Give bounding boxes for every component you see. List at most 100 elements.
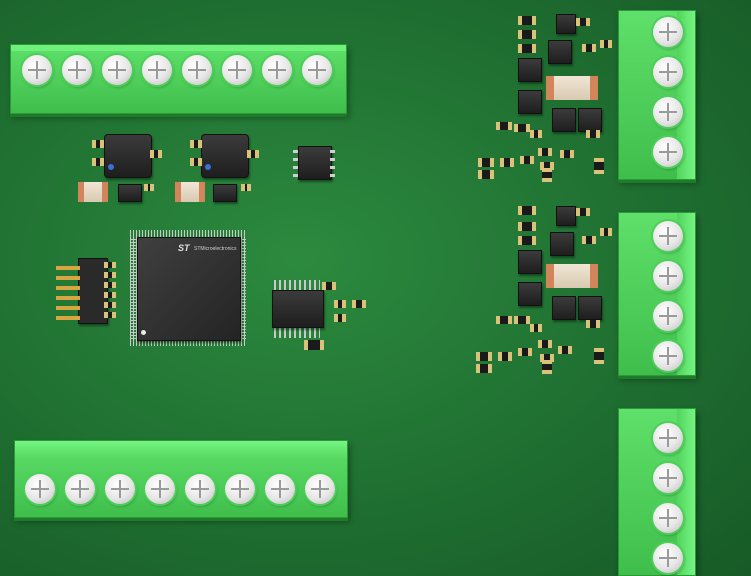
smd-resistor	[530, 130, 542, 138]
screw-terminal	[182, 55, 212, 85]
smd-resistor	[144, 184, 154, 191]
smd-capacitor	[518, 222, 536, 231]
screw-terminal	[262, 55, 292, 85]
sot-ic	[550, 232, 574, 256]
smd-resistor	[478, 170, 494, 179]
smd-capacitor	[518, 30, 536, 39]
sot-ic	[552, 296, 576, 320]
smd-capacitor	[190, 140, 202, 148]
smd-resistor	[538, 148, 552, 156]
smd-resistor	[104, 302, 116, 308]
screw-terminal	[653, 543, 683, 573]
sot-ic	[518, 90, 542, 114]
screw-terminal	[62, 55, 92, 85]
screw-terminal	[102, 55, 132, 85]
fuse	[546, 264, 598, 288]
pin1-marker	[141, 330, 146, 335]
sot-ic	[548, 40, 572, 64]
screw-terminal	[653, 463, 683, 493]
smd-resistor	[518, 348, 532, 356]
diode	[213, 184, 237, 202]
sot-ic	[556, 206, 576, 226]
screw-terminal	[105, 474, 135, 504]
tantalum-capacitor	[175, 182, 205, 202]
sot-ic	[518, 250, 542, 274]
soic-8-ic	[298, 146, 332, 180]
smd-capacitor	[304, 340, 324, 350]
smd-resistor	[560, 150, 574, 158]
smd-resistor	[558, 346, 572, 354]
terminal-block-top-left	[10, 44, 347, 114]
power-inductor	[104, 134, 152, 178]
diode	[118, 184, 142, 202]
screw-terminal	[142, 55, 172, 85]
smd-resistor	[478, 158, 494, 167]
screw-terminal	[302, 55, 332, 85]
screw-terminal	[225, 474, 255, 504]
screw-terminal	[145, 474, 175, 504]
smd-capacitor	[190, 158, 202, 166]
smd-resistor	[476, 352, 492, 361]
microcontroller: ST STMicroelectronics	[137, 237, 241, 341]
smd-resistor	[104, 272, 116, 278]
smd-resistor	[530, 324, 542, 332]
smd-capacitor	[92, 158, 104, 166]
smd-capacitor	[92, 140, 104, 148]
tantalum-capacitor	[78, 182, 108, 202]
sot-ic	[556, 14, 576, 34]
smd-resistor	[500, 158, 514, 167]
smd-capacitor	[352, 300, 366, 308]
smd-capacitor	[582, 236, 596, 244]
smd-resistor	[104, 282, 116, 288]
smd-resistor	[514, 124, 530, 132]
fuse	[546, 76, 598, 100]
smd-capacitor	[518, 16, 536, 25]
tssop-ic	[272, 290, 324, 328]
sot-ic	[518, 58, 542, 82]
smd-capacitor	[334, 314, 346, 322]
smd-capacitor	[518, 236, 536, 245]
sot-ic	[578, 108, 602, 132]
screw-terminal	[653, 57, 683, 87]
terminal-block-right-3	[618, 408, 696, 576]
smd-resistor	[540, 354, 554, 362]
smd-capacitor	[600, 40, 612, 48]
mcu-logo: ST	[178, 243, 190, 253]
smd-resistor	[540, 162, 554, 170]
sot-ic	[578, 296, 602, 320]
screw-terminal	[653, 423, 683, 453]
smd-capacitor	[334, 300, 346, 308]
smd-capacitor	[322, 282, 336, 290]
smd-resistor	[542, 168, 552, 182]
screw-terminal	[185, 474, 215, 504]
smd-resistor	[496, 316, 512, 324]
screw-terminal	[65, 474, 95, 504]
smd-resistor	[542, 360, 552, 374]
smd-resistor	[586, 320, 600, 328]
screw-terminal	[265, 474, 295, 504]
smd-capacitor	[582, 44, 596, 52]
smd-capacitor	[518, 206, 536, 215]
polarity-dot	[108, 164, 114, 170]
smd-resistor	[586, 130, 600, 138]
smd-resistor	[104, 262, 116, 268]
screw-terminal	[222, 55, 252, 85]
screw-terminal	[22, 55, 52, 85]
smd-resistor	[104, 312, 116, 318]
polarity-dot	[205, 164, 211, 170]
power-inductor	[201, 134, 249, 178]
screw-terminal	[25, 474, 55, 504]
screw-terminal	[653, 221, 683, 251]
screw-terminal	[653, 503, 683, 533]
screw-terminal	[653, 341, 683, 371]
sot-ic	[518, 282, 542, 306]
smd-capacitor	[576, 18, 590, 26]
smd-resistor	[520, 156, 534, 164]
smd-resistor	[241, 184, 251, 191]
smd-resistor	[514, 316, 530, 324]
smd-capacitor	[600, 228, 612, 236]
smd-resistor	[476, 364, 492, 373]
terminal-block-right-1	[618, 10, 696, 180]
screw-terminal	[305, 474, 335, 504]
